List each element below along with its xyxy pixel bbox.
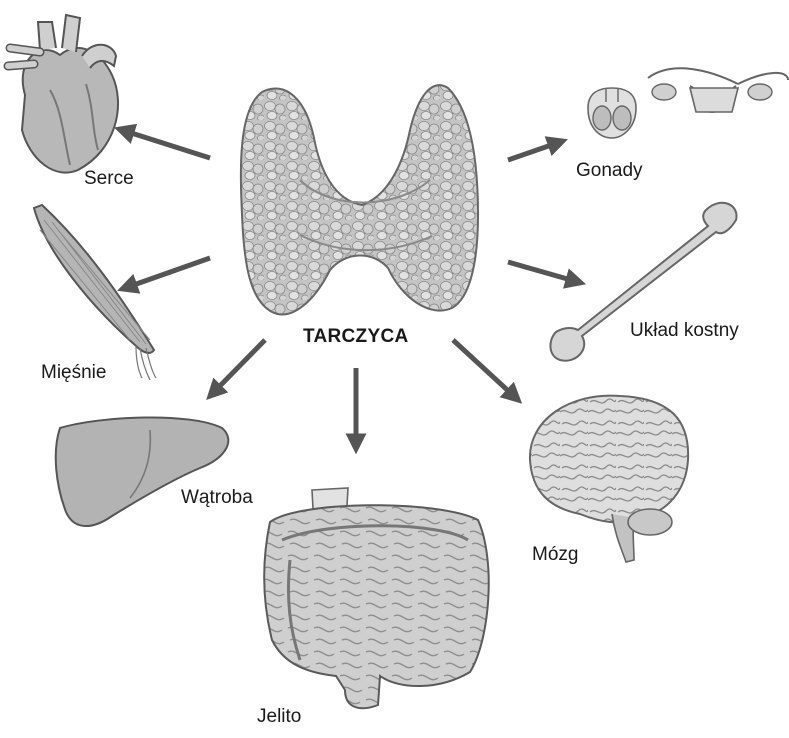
label-muscles: Mięśnie [41,362,106,384]
brain-illustration [530,396,688,562]
arrow-to-muscles [125,258,210,288]
muscle-illustration [34,205,156,380]
label-gonads: Gonady [576,160,643,182]
arrow-to-brain [453,340,516,398]
gonads-illustration [588,68,788,138]
thyroid-illustration [241,85,478,314]
center-label: TARCZYCA [303,326,408,348]
label-brain: Mózg [532,544,578,566]
label-skeleton: Układ kostny [630,320,739,342]
intestine-illustration [264,488,488,708]
arrows [122,130,578,446]
arrow-to-liver [212,340,265,394]
label-intestine: Jelito [257,706,301,728]
arrow-to-skeleton [508,262,578,282]
arrow-to-gonads [508,142,560,160]
heart-illustration [8,15,118,173]
arrow-to-heart [122,130,210,158]
label-liver: Wątroba [181,487,253,509]
liver-illustration [56,417,229,526]
label-heart: Serce [84,168,134,190]
